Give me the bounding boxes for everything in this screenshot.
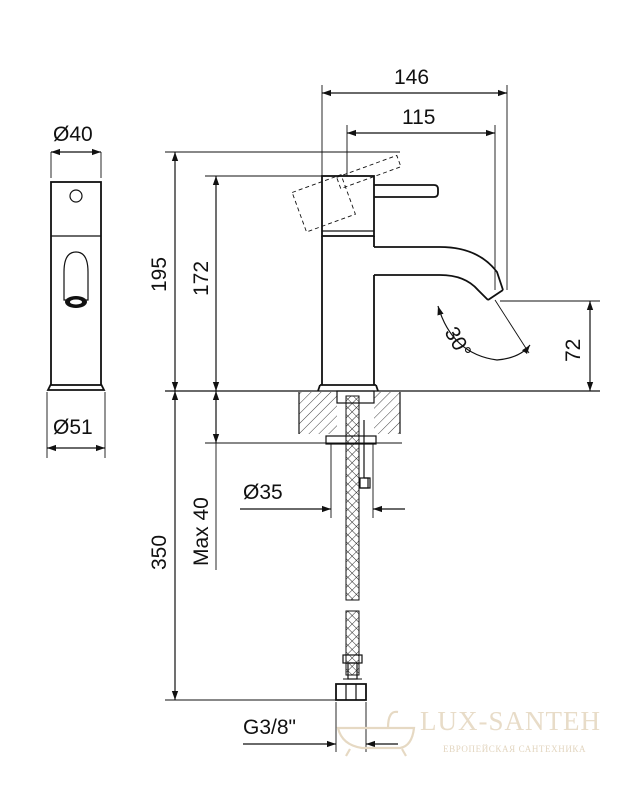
dim-side-base-diameter: Ø51 bbox=[53, 416, 93, 439]
dim-hole-diameter: Ø35 bbox=[243, 481, 283, 504]
side-view: Ø40 Ø51 bbox=[46, 123, 106, 458]
dim-spout-angle: 30° bbox=[440, 323, 476, 362]
dim-width-total: 146 bbox=[394, 66, 429, 89]
dim-height-total: 195 bbox=[148, 257, 171, 292]
lever-ghost-outline bbox=[291, 154, 402, 233]
bathtub-logo-icon bbox=[336, 710, 416, 757]
front-view: 195 172 146 115 30° bbox=[148, 66, 600, 752]
dim-hose-length: 350 bbox=[148, 535, 171, 570]
dim-spout-reach: 115 bbox=[402, 106, 435, 129]
dim-spout-height: 72 bbox=[562, 339, 585, 362]
watermark-brand: LUX-SANTEH bbox=[420, 706, 601, 736]
dim-height-lever: 172 bbox=[190, 261, 213, 296]
dim-side-top-diameter: Ø40 bbox=[53, 123, 93, 146]
dim-thread: G3/8" bbox=[243, 716, 296, 739]
lux-santeh-watermark: LUX-SANTEH ЕВРОПЕЙСКАЯ САНТЕХНИКА bbox=[336, 706, 601, 757]
dim-max-thickness: Max 40 bbox=[190, 497, 213, 566]
watermark-tagline: ЕВРОПЕЙСКАЯ САНТЕХНИКА bbox=[443, 744, 586, 754]
